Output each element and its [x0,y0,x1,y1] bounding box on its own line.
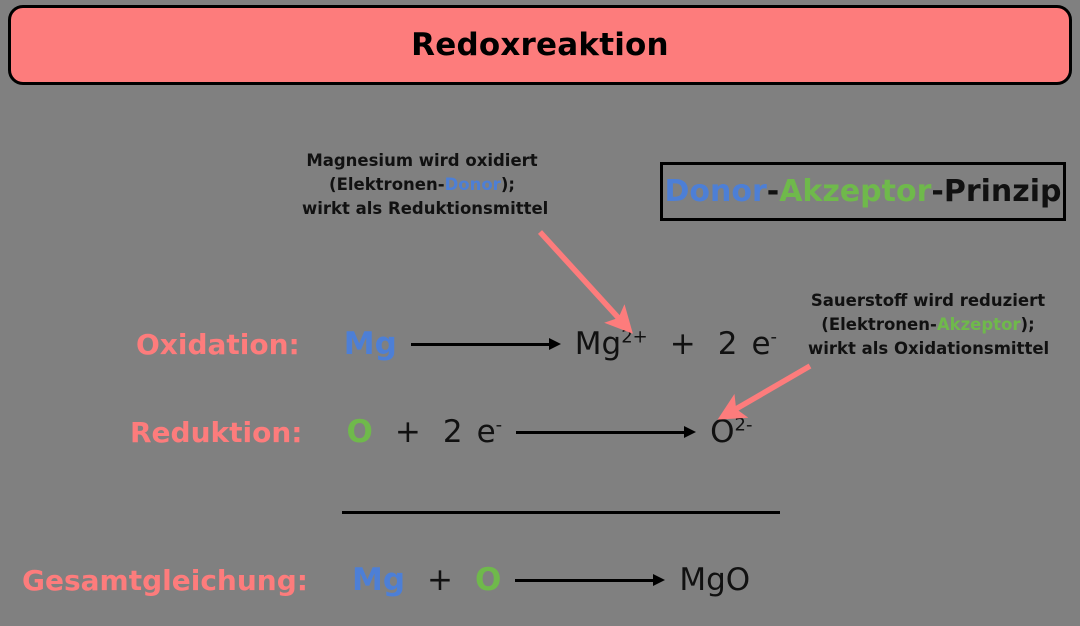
term-mg-ion-charge: 2+ [621,326,648,348]
term-mg-ion-symbol: Mg [574,326,622,362]
arrow-head [548,338,561,350]
arrow-shaft [515,579,655,582]
sum-separator-rule [342,511,780,514]
note-oxidation: Magnesium wird oxidiert (Elektronen-Dono… [302,149,549,221]
term-electron-charge: - [495,414,503,436]
pointer-arrow-reduction-icon [717,363,812,420]
term-electron-charge: - [770,326,778,348]
reaction-arrow-icon [515,573,666,587]
note-reduction-line2: (Elektronen-Akzeptor); [808,313,1048,337]
equation-label-oxidation: Oxidation: [136,327,300,361]
principle-dash-2: - [931,174,944,209]
principle-text: Donor-Akzeptor-Prinzip [664,174,1061,209]
term-mg-ion: Mg2+ [575,326,648,362]
reaction-arrow-icon [516,425,697,439]
term-o-reactant: O [346,414,373,450]
note-reduction-line2-pre: (Elektronen- [821,315,937,334]
term-mg-total: Mg [351,562,406,598]
note-oxidation-line1: Magnesium wird oxidiert [306,151,538,170]
note-oxidation-line2-post: ); [500,175,515,194]
term-electron-symbol: e [751,326,771,362]
pointer-arrow-oxidation-icon [537,230,633,334]
note-reduction-line1: Sauerstoff wird reduziert [810,291,1046,310]
keyword-akzeptor: Akzeptor [936,315,1021,334]
keyword-donor: Donor [444,175,501,194]
arrow-head [653,574,666,586]
term-oxide-ion: O2- [710,414,752,450]
page-title: Redoxreaktion [411,27,669,63]
operator-plus-reduktion: + [394,414,421,450]
principle-prinzip: Prinzip [943,174,1062,209]
term-mg-reactant: Mg [343,326,397,362]
note-oxidation-line2: (Elektronen-Donor); [302,173,542,197]
note-reduction: Sauerstoff wird reduziert (Elektronen-Ak… [808,289,1050,361]
equation-row-reduktion: Reduktion: O + 2 e- O2- [130,414,752,450]
term-oxide-ion-charge: 2- [734,414,753,436]
term-electron-count-reduktion: 2 [442,414,463,450]
title-banner: Redoxreaktion [8,5,1072,85]
reaction-arrow-icon [410,337,561,351]
term-mgo-product: MgO [679,562,751,598]
equation-row-oxidation: Oxidation: Mg Mg2+ + 2 e- [136,326,777,362]
operator-plus-gesamtgleichung: + [427,562,453,598]
term-electron-oxidation: e- [751,326,777,362]
term-oxide-ion-symbol: O [710,414,735,450]
term-electron-symbol: e [476,414,496,450]
equation-label-reduktion: Reduktion: [130,415,303,449]
arrow-shaft [410,343,550,346]
donor-akzeptor-prinzip-box: Donor-Akzeptor-Prinzip [660,162,1066,221]
equation-row-gesamtgleichung: Gesamtgleichung: Mg + O MgO [22,562,750,598]
note-oxidation-line2-pre: (Elektronen- [329,175,445,194]
note-reduction-line3: wirkt als Oxidationsmittel [808,339,1050,358]
equation-label-gesamtgleichung: Gesamtgleichung: [22,563,308,597]
principle-akzeptor: Akzeptor [779,174,932,209]
note-reduction-line2-post: ); [1020,315,1035,334]
principle-donor: Donor [664,174,767,209]
term-electron-count-oxidation: 2 [717,326,738,362]
note-oxidation-line3: wirkt als Reduktionsmittel [302,199,549,218]
operator-plus-oxidation: + [669,326,696,362]
arrow-head [684,426,697,438]
term-electron-reduktion: e- [477,414,503,450]
principle-dash-1: - [766,174,780,209]
arrow-shaft [516,431,686,434]
term-o-total: O [475,562,502,598]
